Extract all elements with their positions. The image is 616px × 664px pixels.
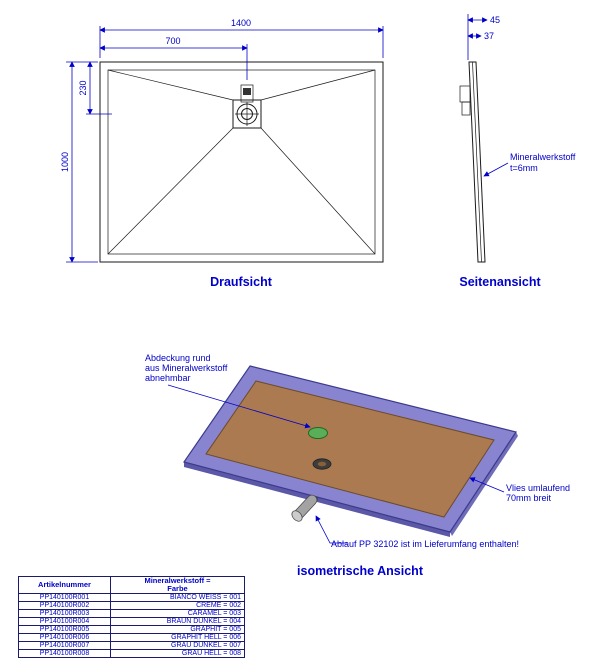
tray-inner-rect (107, 69, 376, 255)
table-row: PP140100R006 GRAPHIT HELL = 006 (18, 633, 245, 642)
table-row: PP140100R008 GRAU HELL = 008 (18, 649, 245, 658)
cell-farbe: GRAPHIT HELL = 006 (110, 633, 245, 642)
cell-artikelnummer: PP140100R001 (18, 593, 111, 602)
dim-1400: 1400 (231, 18, 251, 28)
top-view-label: Draufsicht (210, 275, 273, 289)
cell-artikelnummer: PP140100R004 (18, 617, 111, 626)
drain-symbol-top (232, 84, 262, 129)
side-panel-inner-line (472, 61, 482, 263)
table-row: PP140100R005 GRAPHIT = 005 (18, 625, 245, 634)
cell-farbe: GRAPHIT = 005 (110, 625, 245, 634)
drain-circle-outer (236, 103, 258, 125)
cell-artikelnummer: PP140100R006 (18, 633, 111, 642)
drain-circle-inner (241, 108, 253, 120)
table-row: PP140100R007 GRAU DUNKEL = 007 (18, 641, 245, 650)
side-view-label: Seitenansicht (459, 275, 541, 289)
dim-37: 37 (484, 31, 494, 41)
cover-annotation-line1: Abdeckung rund (145, 353, 211, 363)
vlies-annotation-line2: 70mm breit (506, 493, 552, 503)
slope-diagonal (107, 127, 234, 255)
cell-artikelnummer: PP140100R002 (18, 601, 111, 610)
drain-note-leader (315, 515, 347, 544)
cover-leader-line (167, 384, 311, 429)
drain-note-text: Ablauf PP 32102 ist im Lieferumfang enth… (331, 539, 519, 549)
iso-view: Abdeckung rund aus Mineralwerkstoff abne… (145, 353, 570, 578)
table-row: PP140100R002 CREME = 002 (18, 601, 245, 610)
article-table: Artikelnummer Mineralwerkstoff = Farbe P… (18, 576, 245, 658)
cell-farbe: BRAUN DUNKEL = 004 (110, 617, 245, 626)
table-row: PP140100R001 BIANCO WEISS = 001 (18, 593, 245, 602)
pipe-body (294, 495, 317, 519)
cell-farbe: BIANCO WEISS = 001 (110, 593, 245, 602)
header-farbe-line2: Farbe (167, 584, 188, 593)
cell-farbe: CREME = 002 (110, 601, 245, 610)
drain-fitting-dark (243, 88, 251, 95)
pipe-cap (291, 510, 303, 522)
side-panel (468, 61, 486, 263)
cell-artikelnummer: PP140100R003 (18, 609, 111, 618)
vlies-leader-line (469, 477, 505, 493)
dim-230: 230 (78, 80, 88, 95)
header-farbe-line1: Mineralwerkstoff = (144, 576, 211, 585)
cover-annotation-line2: aus Mineralwerkstoff (145, 363, 228, 373)
mineral-leader-line (483, 162, 509, 177)
side-drain-trap (461, 101, 471, 116)
vlies-annotation-line1: Vlies umlaufend (506, 483, 570, 493)
slope-diagonal (260, 69, 376, 101)
mineral-annotation-line2: t=6mm (510, 163, 538, 173)
header-artikelnummer: Artikelnummer (18, 576, 111, 594)
side-view: 45 37 Mineralwerkstoff t=6mm Seitenansic… (459, 14, 576, 289)
mineral-annotation-line1: Mineralwerkstoff (510, 152, 576, 162)
side-drain-fitting (459, 85, 471, 103)
tray-outer-rect (99, 61, 384, 263)
drain-pipe (291, 494, 318, 522)
cell-farbe: GRAU HELL = 008 (110, 649, 245, 658)
cell-artikelnummer: PP140100R007 (18, 641, 111, 650)
table-row: PP140100R003 CARAMEL = 003 (18, 609, 245, 618)
cell-artikelnummer: PP140100R008 (18, 649, 111, 658)
cell-farbe: CARAMEL = 003 (110, 609, 245, 618)
iso-view-label: isometrische Ansicht (297, 564, 424, 578)
drain-hole-center (317, 461, 327, 467)
table-header-row: Artikelnummer Mineralwerkstoff = Farbe (18, 576, 245, 594)
dim-700: 700 (165, 36, 180, 46)
cover-annotation-line3: abnehmbar (145, 373, 191, 383)
cell-artikelnummer: PP140100R005 (18, 625, 111, 634)
dim-45: 45 (490, 15, 500, 25)
top-view: 1400 700 1000 230 Draufsicht (60, 18, 384, 289)
slope-diagonal (107, 69, 234, 101)
round-cover (308, 427, 328, 439)
header-farbe: Mineralwerkstoff = Farbe (110, 576, 245, 594)
dim-1000: 1000 (60, 152, 70, 172)
table-row: PP140100R004 BRAUN DUNKEL = 004 (18, 617, 245, 626)
slope-diagonal (260, 127, 376, 255)
cell-farbe: GRAU DUNKEL = 007 (110, 641, 245, 650)
drain-square (232, 99, 262, 129)
tray-surface (205, 380, 495, 518)
